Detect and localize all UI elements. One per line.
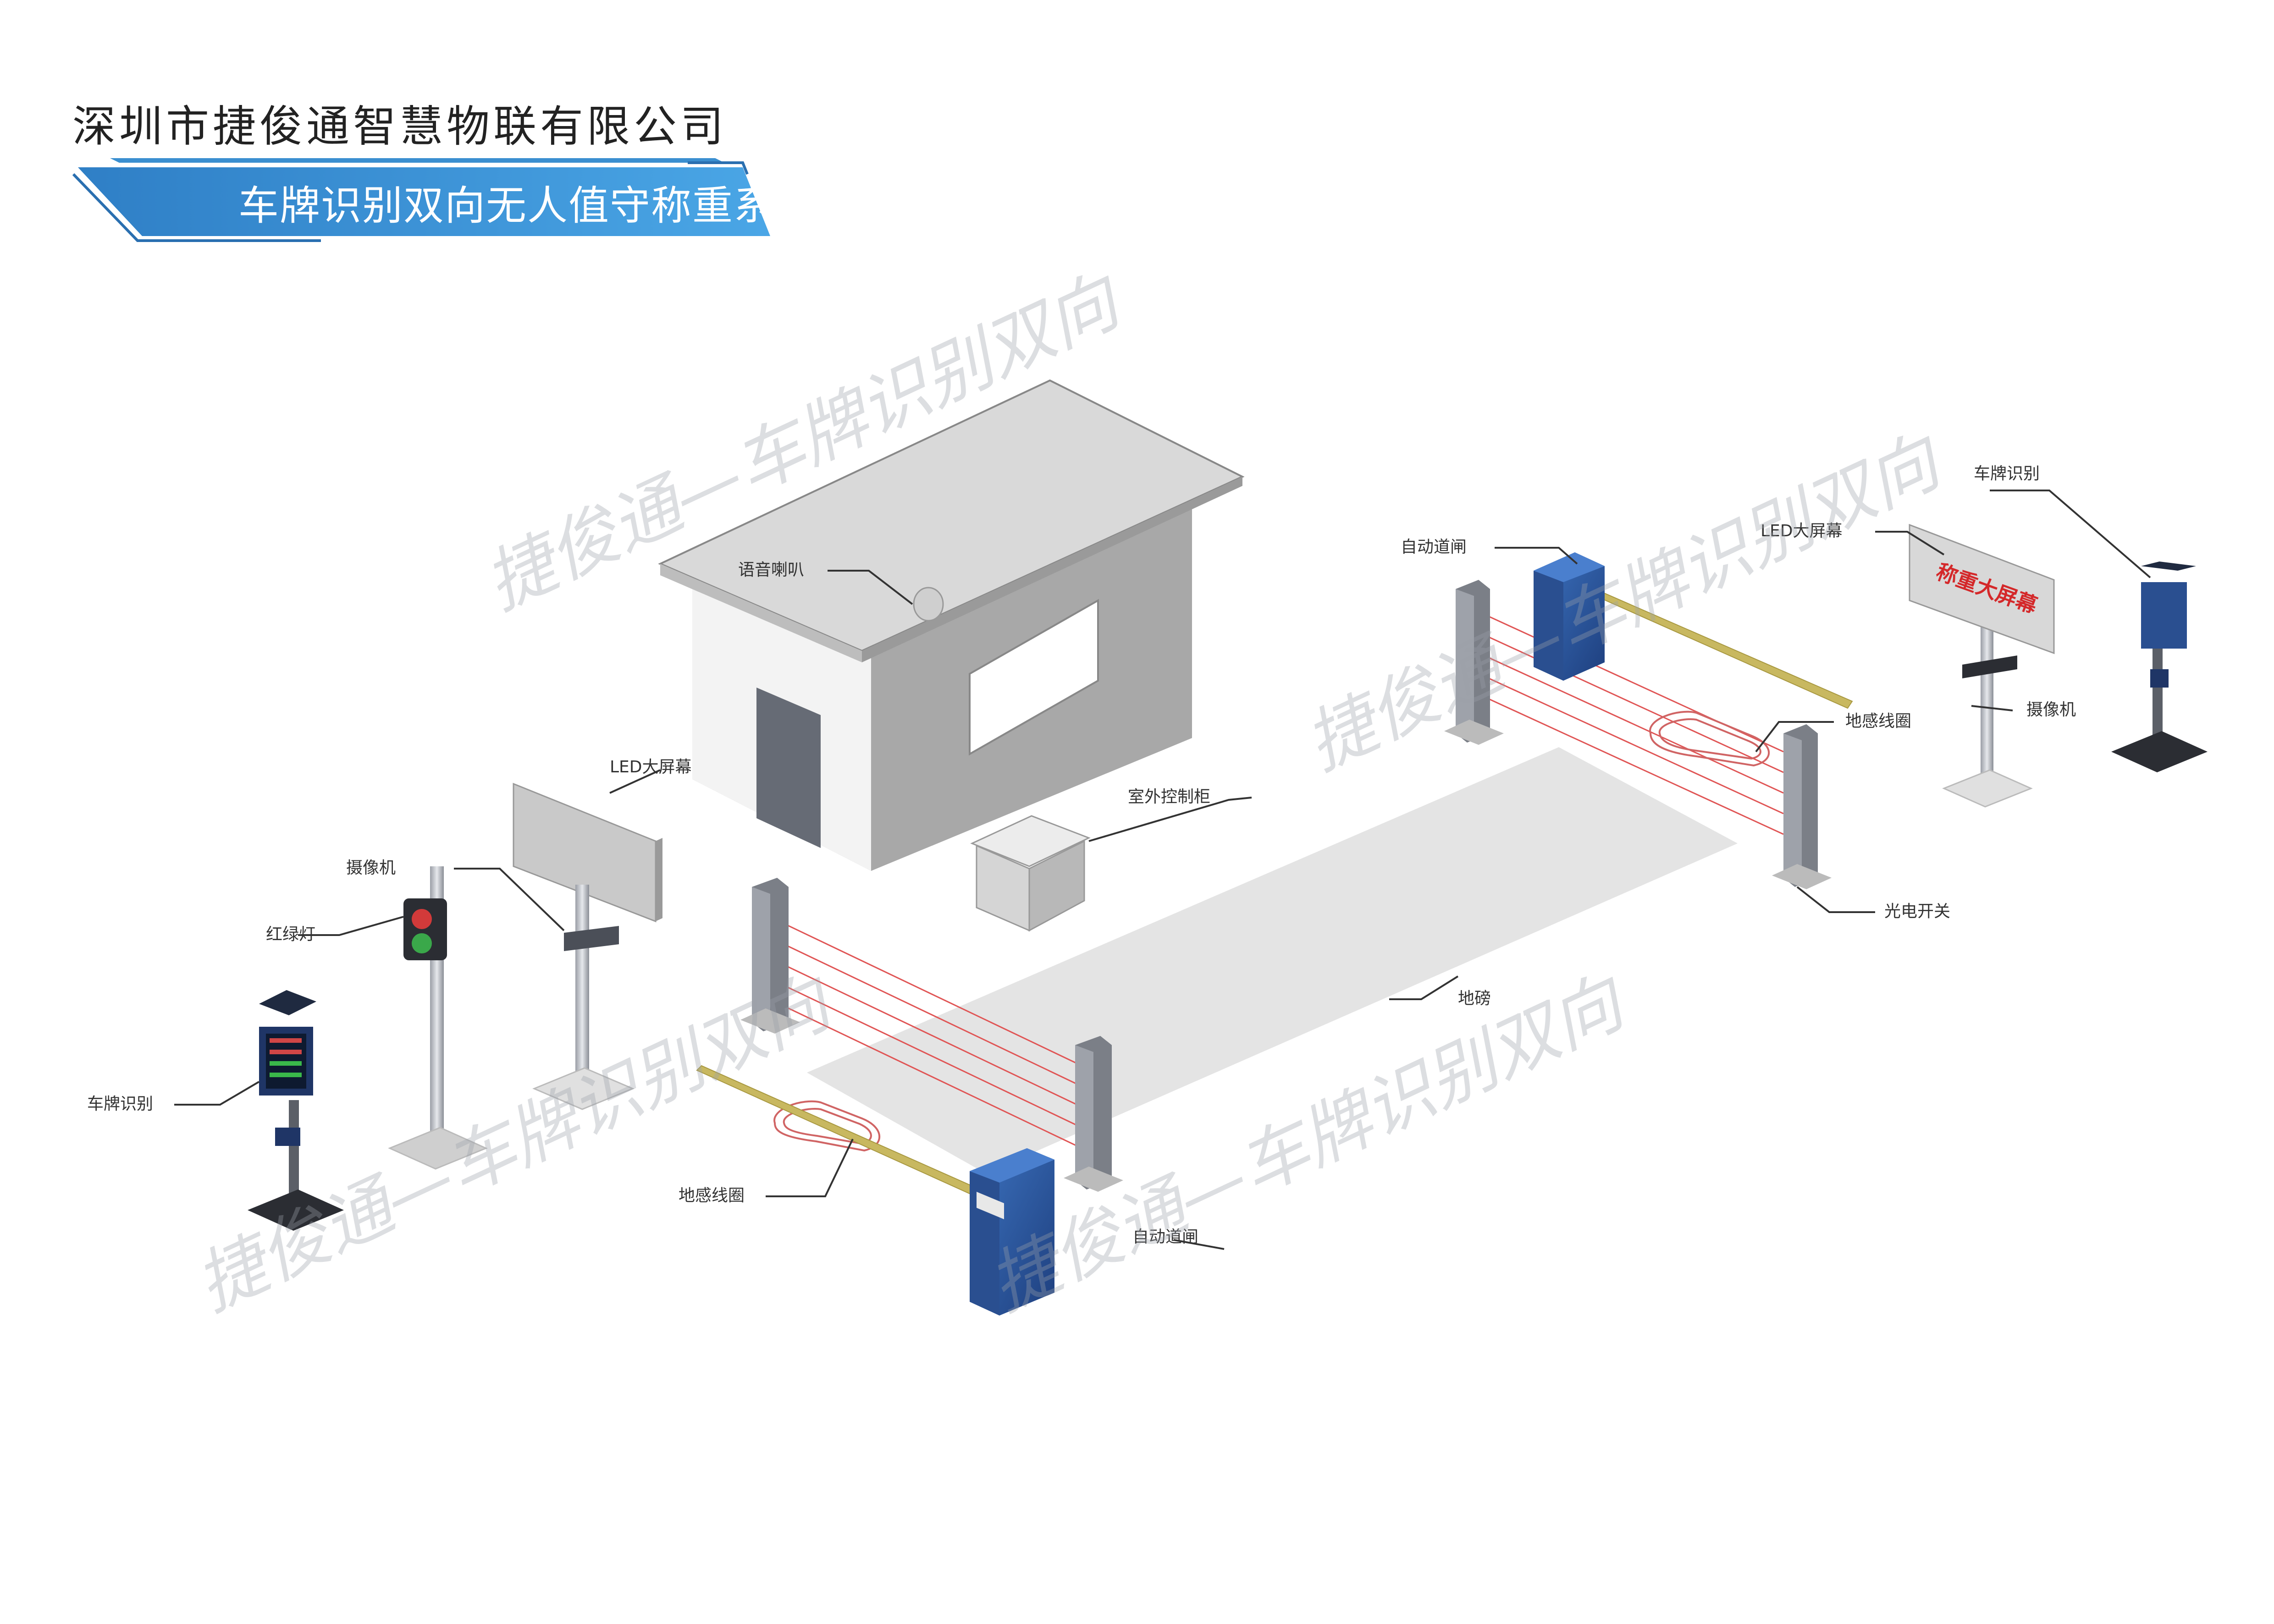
label-speaker: 语音喇叭 (738, 561, 804, 579)
back-left-light-post (1444, 580, 1504, 745)
callout-lines (174, 490, 2151, 1250)
label-loop-coil-right: 地感线圈 (1845, 712, 1911, 731)
header-title: 车牌识别双向无人值守称重系统 (238, 182, 817, 229)
guard-house-door (756, 688, 821, 848)
front-laser-beams (784, 923, 1087, 1151)
label-outdoor-cabinet: 室外控制柜 (1128, 787, 1210, 806)
speaker-icon (913, 587, 944, 622)
back-barrier-gate (1534, 552, 1605, 681)
left-plate-camera-stand (248, 990, 344, 1231)
label-camera: 摄像机 (346, 859, 396, 877)
label-barrier-gate-right: 自动道闸 (1401, 538, 1467, 556)
guard-house (658, 379, 1245, 871)
label-plate-recognition-right: 车牌识别 (1974, 464, 2040, 483)
outdoor-cabinet (970, 815, 1091, 932)
header-company: 深圳市捷俊通智慧物联有限公司 (72, 102, 728, 152)
label-barrier-gate-left: 自动道闸 (1132, 1228, 1198, 1246)
red-light-icon (412, 909, 432, 929)
guard-house-window (969, 599, 1099, 756)
label-led-screen-right: LED大屏幕 (1761, 522, 1843, 540)
label-loop-coil-left: 地感线圈 (679, 1186, 745, 1205)
back-loop-coil (1649, 710, 1770, 767)
label-weighbridge: 地磅 (1458, 989, 1491, 1008)
label-led-screen-left: LED大屏幕 (610, 758, 692, 776)
left-led-screen (513, 782, 662, 1110)
label-photoelectric-switch: 光电开关 (1884, 902, 1950, 921)
green-light-icon (412, 933, 432, 953)
back-laser-beams (1474, 609, 1784, 835)
right-led-screen: 称重大屏幕 (1909, 523, 2055, 808)
label-plate-recognition-left: 车牌识别 (87, 1095, 153, 1113)
label-traffic-light: 红绿灯 (266, 925, 315, 944)
back-right-light-post (1772, 724, 1832, 889)
front-barrier-gate (970, 1148, 1054, 1316)
right-camera-icon (1962, 655, 2017, 678)
header-banner (72, 158, 770, 242)
label-camera-right: 摄像机 (2026, 700, 2076, 719)
right-plate-camera-stand (2111, 562, 2208, 772)
front-left-light-post (740, 878, 800, 1034)
left-camera-icon (564, 926, 619, 951)
front-right-light-post (1064, 1036, 1123, 1192)
traffic-light (388, 866, 488, 1170)
